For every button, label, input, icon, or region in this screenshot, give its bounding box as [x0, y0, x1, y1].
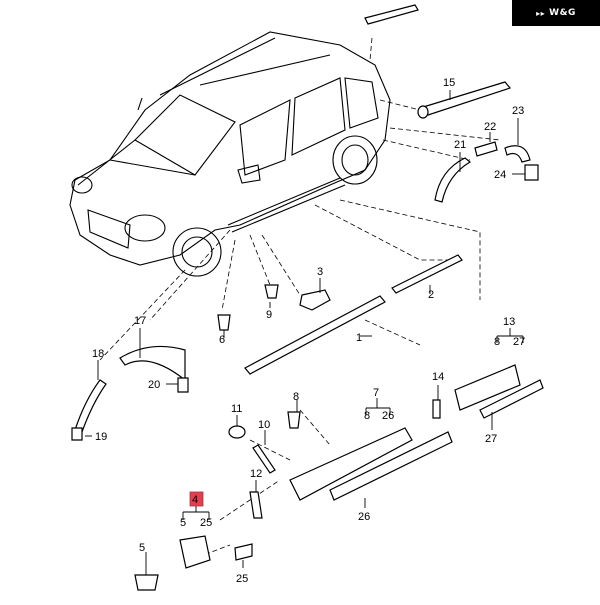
callout-2: 2	[428, 289, 434, 301]
callout-13: 13	[503, 316, 515, 328]
part-18-arch-strip	[74, 379, 107, 433]
part-14-clip	[432, 399, 441, 419]
callout-4-sub-5: 5	[180, 517, 186, 529]
part-1-side-molding	[244, 295, 386, 375]
part-22-clip	[474, 141, 498, 157]
callout-lines	[85, 90, 525, 575]
callout-4-sub-25: 25	[200, 517, 212, 529]
part-17-front-arch	[119, 345, 186, 382]
callout-9: 9	[266, 309, 272, 321]
part-2-upper-strip	[391, 254, 463, 294]
callout-25: 25	[236, 573, 248, 585]
part-23-arch-piece	[504, 145, 531, 163]
callout-3: 3	[317, 266, 323, 278]
brand-text: W&G	[549, 8, 576, 18]
callout-23: 23	[512, 105, 524, 117]
part-10-screw	[252, 444, 276, 474]
wing-logo-icon: ▸▸	[536, 8, 546, 18]
part-19-cap	[71, 427, 83, 441]
callout-15: 15	[443, 77, 455, 89]
part-13-rear-panel	[454, 364, 521, 411]
part-26-door-strip	[329, 431, 453, 501]
callout-17: 17	[134, 315, 146, 327]
callout-7-sub-26: 26	[382, 410, 394, 422]
highlight-box-4	[189, 491, 204, 507]
callout-27: 27	[485, 433, 497, 445]
part-7-door-panel	[289, 427, 413, 501]
callout-4: 4	[192, 494, 198, 506]
callout-7: 7	[373, 387, 379, 399]
callout-22: 22	[484, 121, 496, 133]
part-11-nut	[228, 425, 246, 439]
callout-26: 26	[358, 511, 370, 523]
callout-18: 18	[92, 348, 104, 360]
part-5-grommet	[134, 574, 159, 591]
brand-badge: ▸▸ W&G	[512, 0, 600, 26]
part-4-mudflap	[179, 535, 211, 569]
callout-11: 11	[231, 403, 242, 415]
callout-21: 21	[454, 139, 466, 151]
callout-8: 8	[293, 391, 299, 403]
part-20-cap	[177, 377, 189, 393]
part-8-rivet	[287, 411, 301, 429]
car-illustration	[69, 31, 391, 277]
part-6-clip	[217, 314, 231, 331]
callout-12: 12	[250, 468, 262, 480]
part-15-roof-trim	[364, 4, 512, 119]
callout-1: 1	[356, 332, 362, 344]
part-21-arch-trim	[434, 157, 472, 203]
callout-6: 6	[219, 334, 225, 346]
callout-24: 24	[494, 169, 506, 181]
callout-20: 20	[148, 379, 160, 391]
part-25-clip	[234, 543, 253, 561]
callout-14: 14	[432, 371, 444, 383]
callout-19: 19	[95, 431, 107, 443]
callout-13-sub-8: 8	[494, 336, 500, 348]
callout-10: 10	[258, 419, 270, 431]
part-12-strip	[249, 491, 263, 519]
part-27-rear-strip	[479, 379, 544, 419]
callout-13-sub-27: 27	[513, 336, 525, 348]
part-24-cap	[524, 164, 539, 181]
part-3-bracket	[299, 289, 331, 311]
part-9-clip	[264, 284, 279, 299]
callout-7-sub-8: 8	[364, 410, 370, 422]
callout-5: 5	[139, 542, 145, 554]
